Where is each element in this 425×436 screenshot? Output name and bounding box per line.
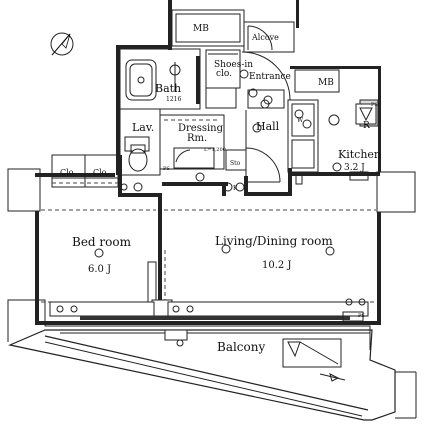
bedroom-label: Bed room xyxy=(72,235,132,249)
ps-label-2: PS xyxy=(163,166,170,172)
shoes-in-clo-label: clo. xyxy=(216,69,232,79)
shoes-in-label: Shoes-in xyxy=(214,60,253,70)
hall-label: Hall xyxy=(256,120,280,133)
alcove-label: Alcove xyxy=(251,33,279,42)
kitchen-size-label: 3.2 J xyxy=(344,163,365,173)
living-size-label: 10.2 J xyxy=(262,260,291,271)
hall-area xyxy=(245,89,285,183)
closet-2-label: Clo. xyxy=(93,168,109,177)
lavatory xyxy=(119,108,161,176)
dressing-note-label: L=1,200 xyxy=(204,147,226,153)
ps-label-1: PS xyxy=(371,102,378,108)
dressing-label: Dressing xyxy=(178,123,224,134)
balcony-area xyxy=(7,299,417,421)
dressing-room xyxy=(159,114,247,182)
entrance-label: Entrance xyxy=(249,72,291,82)
interior-walls xyxy=(41,155,376,320)
entrance-area xyxy=(205,49,340,109)
washer-label: W xyxy=(297,117,304,124)
k-label: K xyxy=(233,185,238,192)
mb-top-label: MB xyxy=(193,24,209,34)
balcony-label: Balcony xyxy=(217,340,265,354)
kitchen-room xyxy=(287,99,379,185)
bath-label: Bath xyxy=(155,82,181,95)
sto-label: Sto xyxy=(230,160,241,167)
ps-label-3: PS xyxy=(358,313,365,319)
bath-room xyxy=(119,48,201,110)
light-fixtures xyxy=(94,123,342,258)
mb-right-label: MB xyxy=(318,78,334,88)
compass-north-arrow-icon xyxy=(50,32,74,56)
kitchen-label: Kitchen xyxy=(338,148,381,161)
refrigerator-label: R xyxy=(363,121,370,131)
window-sashes xyxy=(49,298,369,322)
closet-1-label: Clo. xyxy=(60,168,76,177)
lav-label: Lav. xyxy=(132,121,154,134)
dressing-rm-label: Rm. xyxy=(187,133,207,144)
bath-size-label: 1216 xyxy=(166,96,181,103)
bedroom-size-label: 6.0 J xyxy=(88,264,111,275)
living-label: Living/Dining room xyxy=(215,234,333,248)
exterior-walls xyxy=(7,0,416,325)
